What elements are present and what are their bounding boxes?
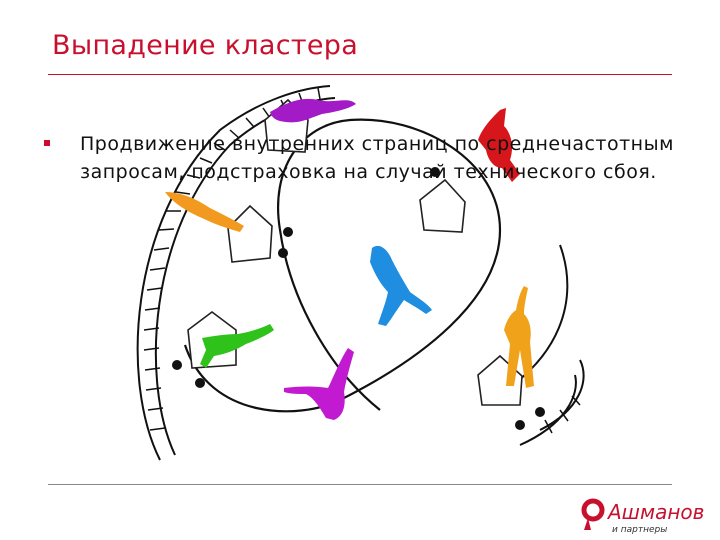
slide-title: Выпадение кластера [52, 30, 359, 61]
bullet-text: Продвижение внутренних страниц по средне… [80, 133, 674, 183]
company-logo: Ашманов и партнеры [580, 498, 710, 540]
logo-mark-icon [581, 498, 605, 530]
red-figure [478, 108, 520, 182]
purple-figure [270, 98, 356, 123]
film-sprockets [143, 87, 581, 434]
magenta-figure [284, 348, 354, 420]
track-nodes [172, 167, 545, 430]
green-figure [200, 324, 274, 368]
blue-figure [370, 245, 432, 326]
bullet-marker [44, 140, 50, 146]
footer-divider [48, 484, 672, 485]
orange-figure [165, 192, 244, 232]
logo-name: Ашманов [608, 500, 705, 524]
yellow-figure [504, 286, 534, 388]
logo-subtitle: и партнеры [612, 525, 668, 535]
title-underline [48, 74, 672, 75]
